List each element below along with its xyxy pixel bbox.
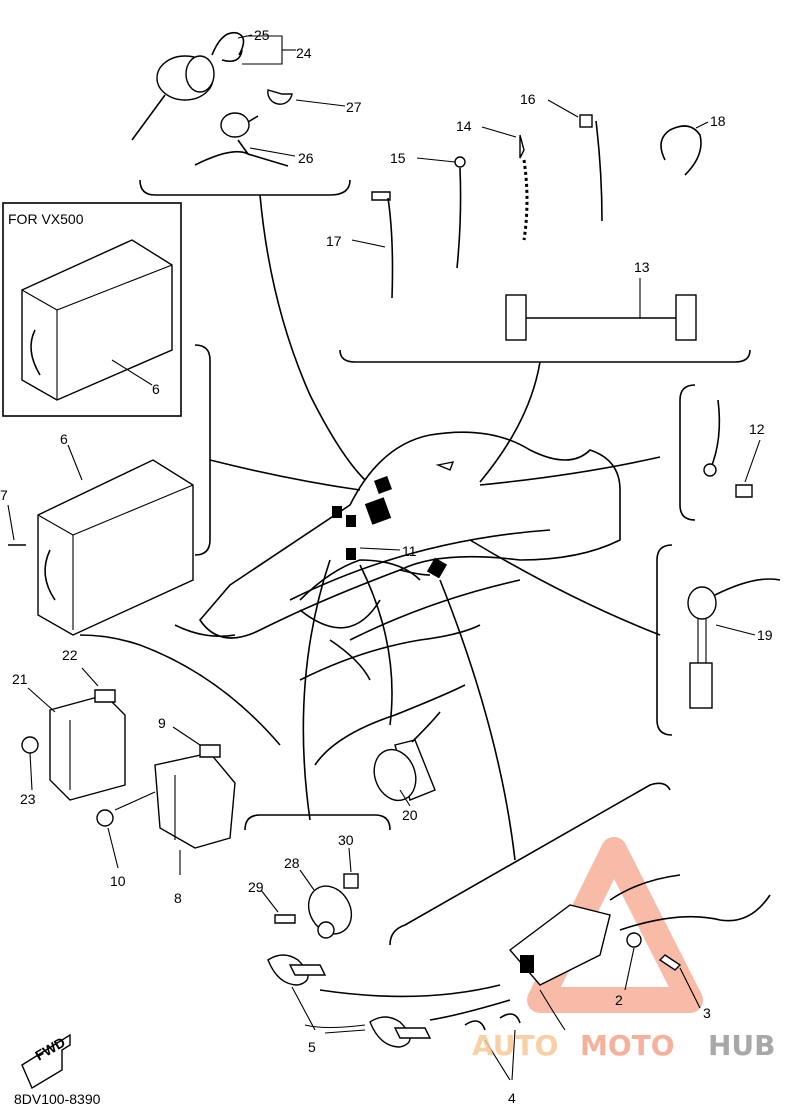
label-17: 17	[326, 233, 342, 249]
ecu-unit	[37, 459, 194, 636]
label-11: 11	[402, 543, 417, 559]
central-harness-frame	[174, 431, 621, 681]
ignition-coil-harness	[319, 874, 771, 1021]
label-20: 20	[402, 807, 418, 823]
label-3: 3	[703, 1005, 711, 1021]
ecu-unit-vx500	[21, 239, 173, 401]
label-22: 22	[62, 647, 78, 663]
label-16: 16	[520, 91, 536, 107]
parts-13-18	[351, 99, 709, 341]
watermark-auto: AUTO	[472, 1029, 558, 1062]
label-7: 7	[0, 487, 8, 503]
label-19: 19	[757, 627, 773, 643]
sensor-28	[307, 885, 353, 939]
label-12: 12	[749, 421, 765, 437]
vx500-title: FOR VX500	[8, 211, 84, 227]
label-6-box: 6	[152, 381, 160, 397]
label-13: 13	[634, 259, 650, 275]
label-18: 18	[710, 113, 726, 129]
label-29: 29	[248, 879, 264, 895]
label-15: 15	[390, 150, 406, 166]
watermark-logo: AUTO MOTO HUB	[472, 1029, 776, 1062]
watermark-hub: HUB	[708, 1029, 776, 1062]
part-labels: 25 24 27 26 16 14 18 15 17 13 FOR VX500 …	[0, 27, 773, 1107]
label-24: 24	[296, 45, 312, 61]
rectifier-21	[49, 694, 126, 801]
label-10: 10	[110, 873, 126, 889]
label-9: 9	[158, 715, 166, 731]
label-6: 6	[60, 431, 68, 447]
label-26: 26	[298, 150, 314, 166]
label-25: 25	[254, 27, 270, 43]
label-5: 5	[308, 1039, 316, 1055]
label-14: 14	[456, 118, 472, 134]
label-28: 28	[284, 855, 300, 871]
label-27: 27	[346, 99, 362, 115]
watermark-moto: MOTO	[580, 1029, 675, 1062]
label-4: 4	[508, 1090, 516, 1106]
label-23: 23	[20, 791, 36, 807]
relay-8	[154, 752, 236, 849]
label-21: 21	[12, 671, 28, 687]
label-8: 8	[174, 890, 182, 906]
fwd-arrow-icon: FWD	[21, 1033, 71, 1090]
main-switch-assembly	[131, 31, 296, 167]
label-30: 30	[338, 832, 354, 848]
label-2: 2	[615, 992, 623, 1008]
footer-code: 8DV100-8390	[14, 1091, 101, 1107]
